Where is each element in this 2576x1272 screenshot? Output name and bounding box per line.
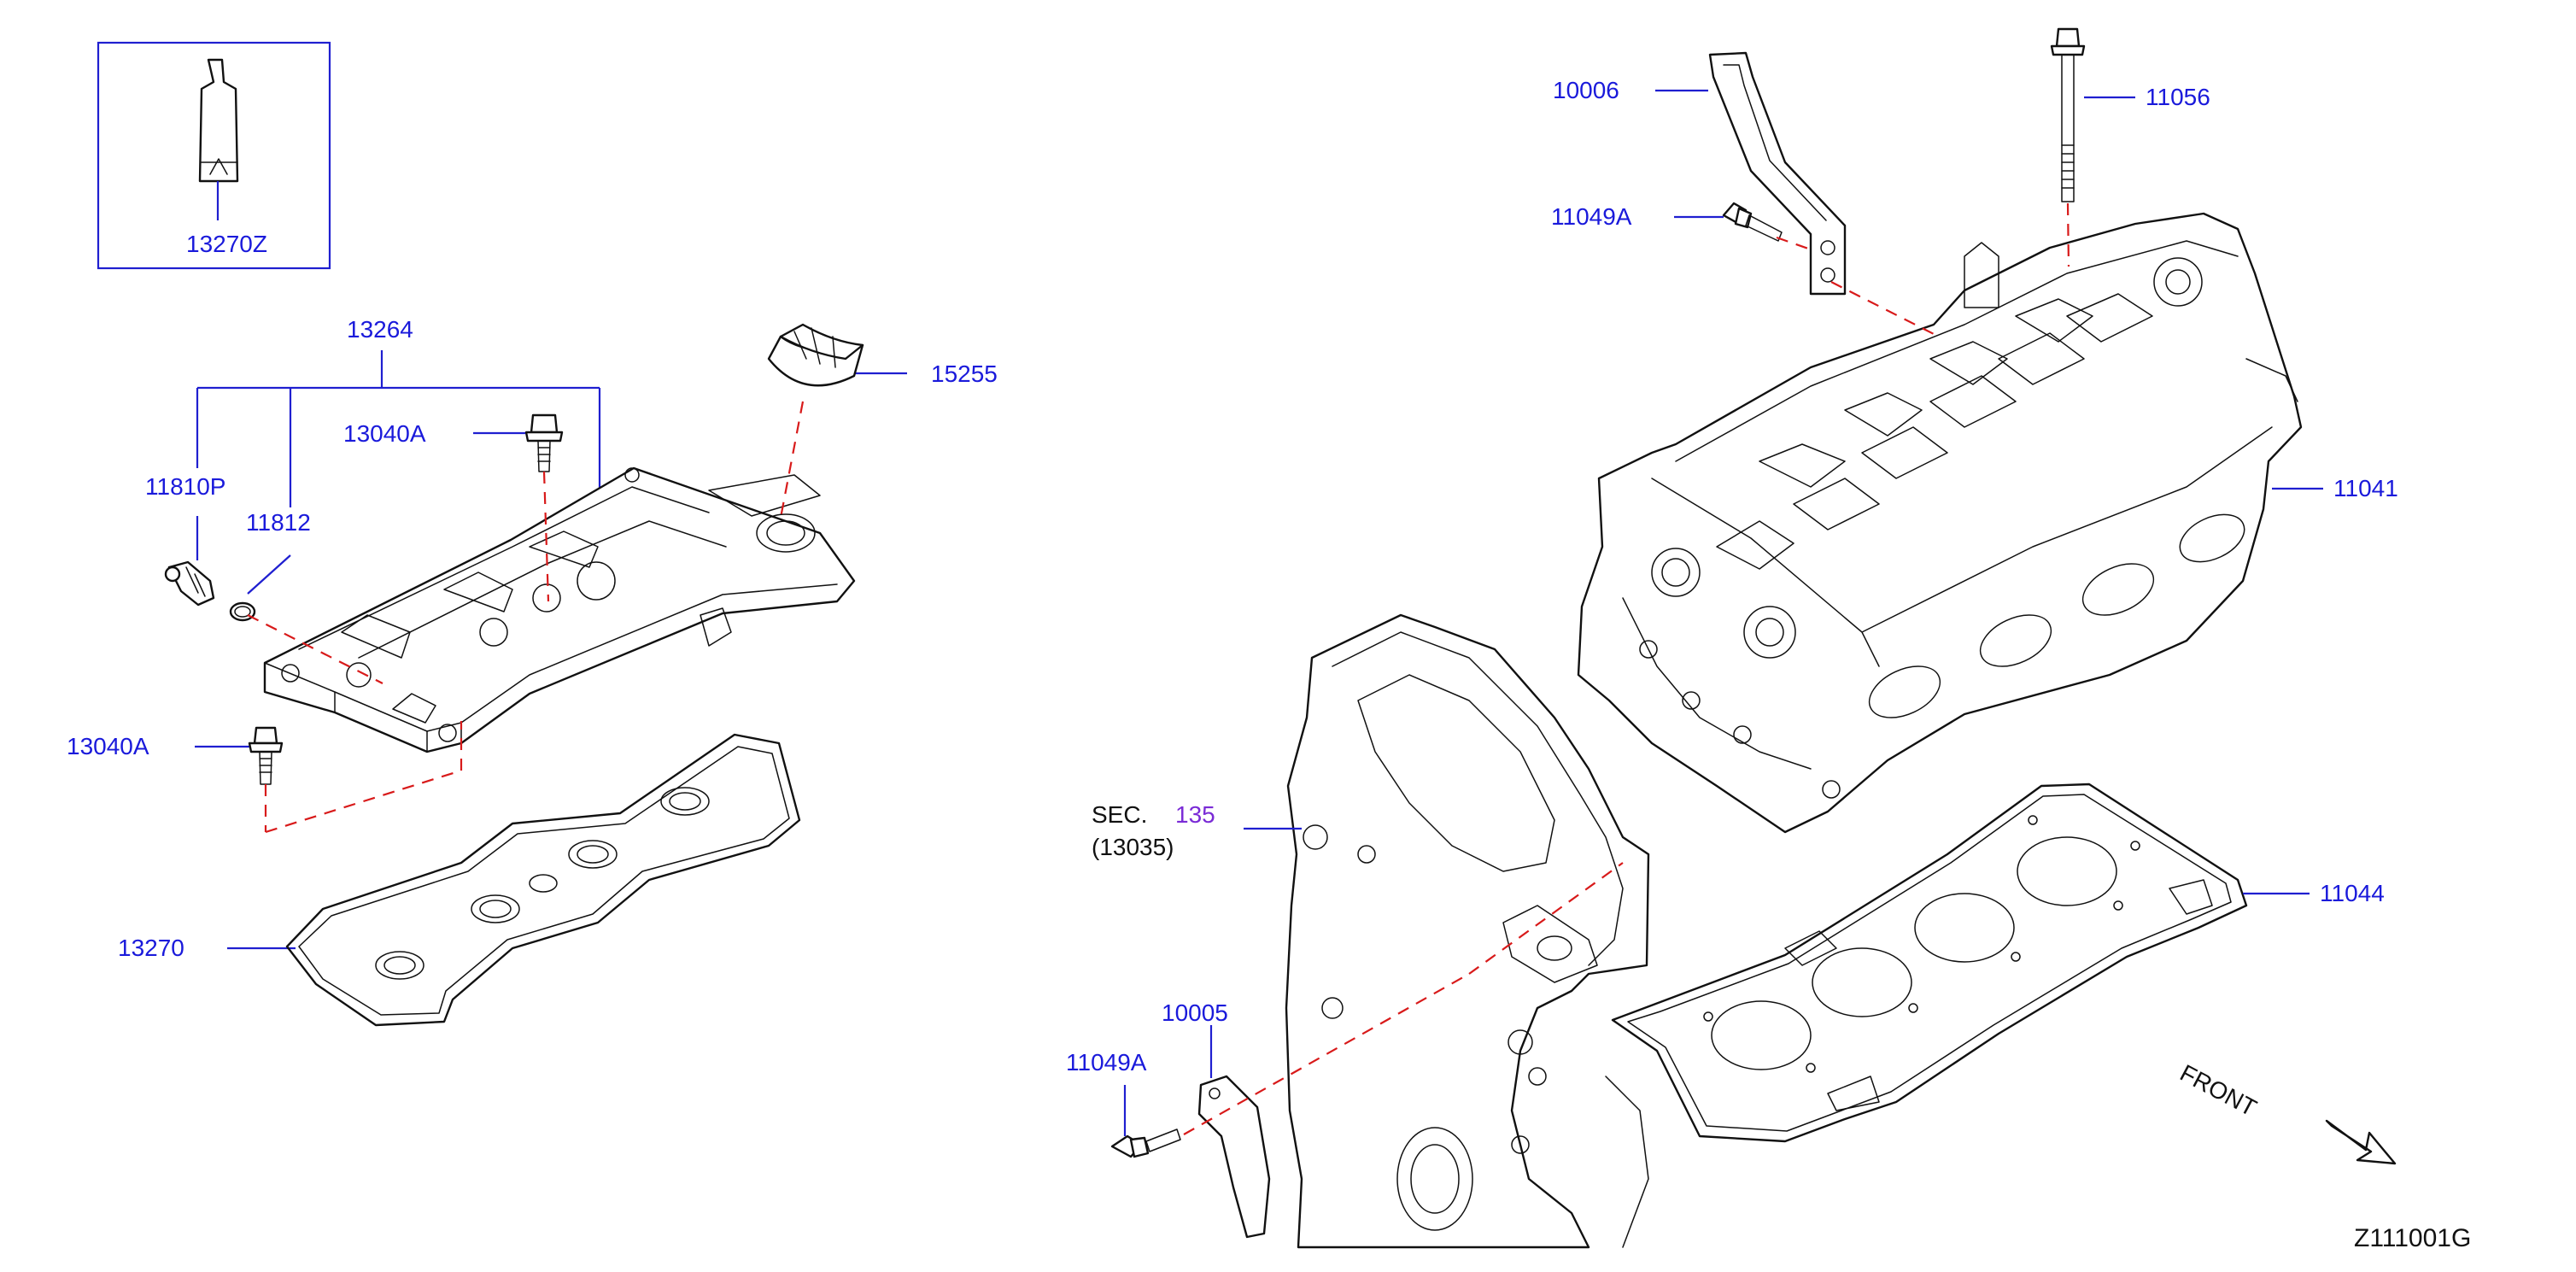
bolt-13040a-upper-icon [524,413,564,472]
part-label-13270z[interactable]: 13270Z [186,231,267,257]
part-label-13040a-upper[interactable]: 13040A [343,420,426,447]
cylinder-head-icon [1577,212,2303,834]
section-ref-prefix: SEC. [1092,801,1148,828]
head-gasket-icon [1611,783,2248,1143]
cylinder-head-bolt-icon [2050,27,2086,202]
part-label-11041[interactable]: 11041 [2333,475,2398,501]
sealant-tube-icon [198,58,239,183]
part-label-11812[interactable]: 11812 [246,509,311,536]
front-timing-cover-icon [1285,613,1650,1249]
section-ref-number[interactable]: 135 [1175,801,1215,828]
bolt-11049a-lower-icon [1110,1128,1181,1158]
pcv-valve-icon [164,560,215,607]
part-label-13270[interactable]: 13270 [118,935,184,961]
oil-filler-cap-icon [767,323,864,387]
engine-hanger-bracket-icon [1708,51,1847,296]
part-label-11049a-lower[interactable]: 11049A [1066,1049,1147,1076]
front-direction-arrow-icon [2325,1119,2397,1165]
part-label-11810p[interactable]: 11810P [145,473,226,500]
o-ring-icon [229,601,256,622]
part-label-11044[interactable]: 11044 [2320,880,2385,906]
part-label-11056[interactable]: 11056 [2146,84,2210,110]
part-label-11049a-upper[interactable]: 11049A [1551,203,1632,230]
bolt-11049a-upper-icon [1722,202,1783,242]
right-alignment-lines [1183,202,2070,1135]
diagram-id: Z111001G [2354,1224,2472,1252]
part-label-13264[interactable]: 13264 [347,316,413,343]
sealant-inset [97,41,331,270]
part-label-13040a-lower[interactable]: 13040A [67,733,149,759]
inset-frame [97,41,331,270]
part-label-15255[interactable]: 15255 [931,360,998,387]
left-alignment-lines [247,401,805,834]
valve-cover-icon [263,466,856,753]
section-ref-code: (13035) [1092,834,1174,860]
cover-plate-icon [1197,1075,1271,1239]
part-label-10005[interactable]: 10005 [1162,999,1228,1026]
part-label-10006[interactable]: 10006 [1553,77,1619,103]
valve-cover-group-bracket [196,350,601,507]
valve-cover-gasket-icon [285,733,801,1027]
bolt-13040a-lower-icon [248,726,284,785]
